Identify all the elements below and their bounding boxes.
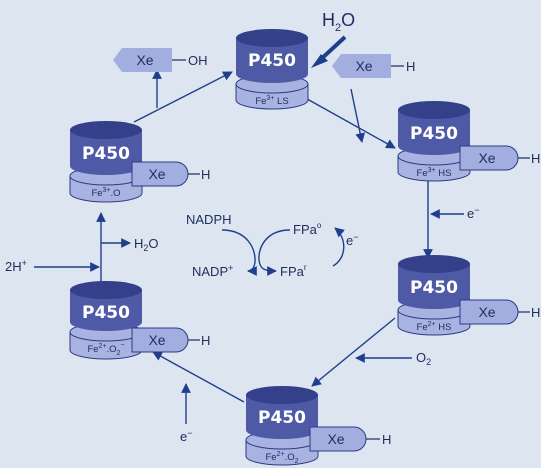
xe-label: Xe	[148, 166, 165, 182]
p450-label: P450	[248, 51, 296, 71]
p450-label: P450	[82, 303, 130, 323]
iron-state-right2: Fe2+ HS	[417, 321, 452, 333]
electron-recycle-arc	[332, 227, 345, 267]
nadph-label: NADPH	[186, 212, 232, 227]
p450-unit-left-low: P450 Fe2+.O2−	[69, 281, 143, 360]
xe-label: Xe	[136, 52, 153, 68]
p450-unit-right1: P450 Fe3+ HS	[397, 101, 471, 182]
p450-label: P450	[410, 278, 458, 298]
arrow-top-to-right1	[299, 94, 396, 149]
xe-bound-tag-right2: Xe H	[459, 299, 540, 325]
arrow-left-up-to-top	[133, 71, 233, 123]
water-top-label: H2O	[322, 10, 355, 34]
xe-label: Xe	[478, 304, 495, 320]
side-arrows	[34, 69, 464, 424]
oh-label: OH	[188, 53, 208, 68]
electron-label-3: e−	[346, 232, 359, 248]
iron-state-left-low: Fe2+.O2−	[87, 342, 124, 357]
h-label: H	[201, 333, 210, 348]
fpa-oxidized-label: FPao	[293, 221, 322, 237]
iron-state-top: Fe3+ LS	[255, 95, 288, 107]
nadph-to-nadp-arc	[221, 229, 257, 276]
electron-label-2: e−	[180, 428, 193, 444]
xe-h-substrate-tag: Xe H	[332, 54, 415, 78]
iron-state-left-up: Fe3+.O	[91, 187, 120, 199]
xe-bound-tag-left-low: Xe H	[131, 327, 210, 353]
h-label: H	[382, 432, 391, 447]
arrow-bottom-to-left-low	[152, 351, 245, 403]
electron-label-1: e−	[467, 205, 480, 221]
h-label: H	[406, 59, 415, 74]
xe-oh-product-tag: Xe OH	[113, 48, 208, 72]
iron-state-right1: Fe3+ HS	[417, 167, 452, 179]
arrow-substrate-entry	[350, 88, 366, 143]
xe-label: Xe	[148, 332, 165, 348]
protons-label: 2H+	[5, 258, 27, 274]
xe-bound-tag-left-up: Xe H	[131, 161, 210, 187]
p450-unit-top: P450 Fe3+ LS	[235, 29, 309, 110]
xe-label: Xe	[327, 431, 344, 447]
p450-unit-bottom: P450 Fe2+.O2	[245, 386, 319, 466]
nadp-label: NADP+	[192, 263, 233, 279]
cycle-arrows	[96, 71, 433, 403]
p450-label: P450	[410, 124, 458, 144]
xe-label: Xe	[355, 58, 372, 74]
xe-bound-tag-bottom: Xe H	[309, 426, 391, 452]
xe-bound-tag-right1: Xe H	[459, 145, 540, 171]
arrow-right2-to-bottom	[311, 317, 396, 387]
water-entry-arrow	[311, 35, 347, 68]
p450-unit-left-up: P450 Fe3+.O	[69, 121, 143, 203]
p450-unit-right2: P450 Fe2+ HS	[397, 255, 471, 336]
iron-state-bottom: Fe2+.O2	[265, 451, 298, 465]
p450-label: P450	[258, 408, 306, 428]
fpa-reduced-label: FPar	[280, 263, 307, 279]
xe-label: Xe	[478, 150, 495, 166]
h-label: H	[531, 305, 540, 320]
p450-label: P450	[82, 144, 130, 164]
water-left-label: H2O	[134, 236, 159, 253]
oxygen-label: O2	[416, 350, 431, 367]
electron-transfer-cycle: NADPH NADP+ FPao FPar	[186, 212, 345, 279]
h-label: H	[531, 151, 540, 166]
fpa-o-to-fpa-r-arc	[258, 229, 291, 276]
h-label: H	[201, 167, 210, 182]
